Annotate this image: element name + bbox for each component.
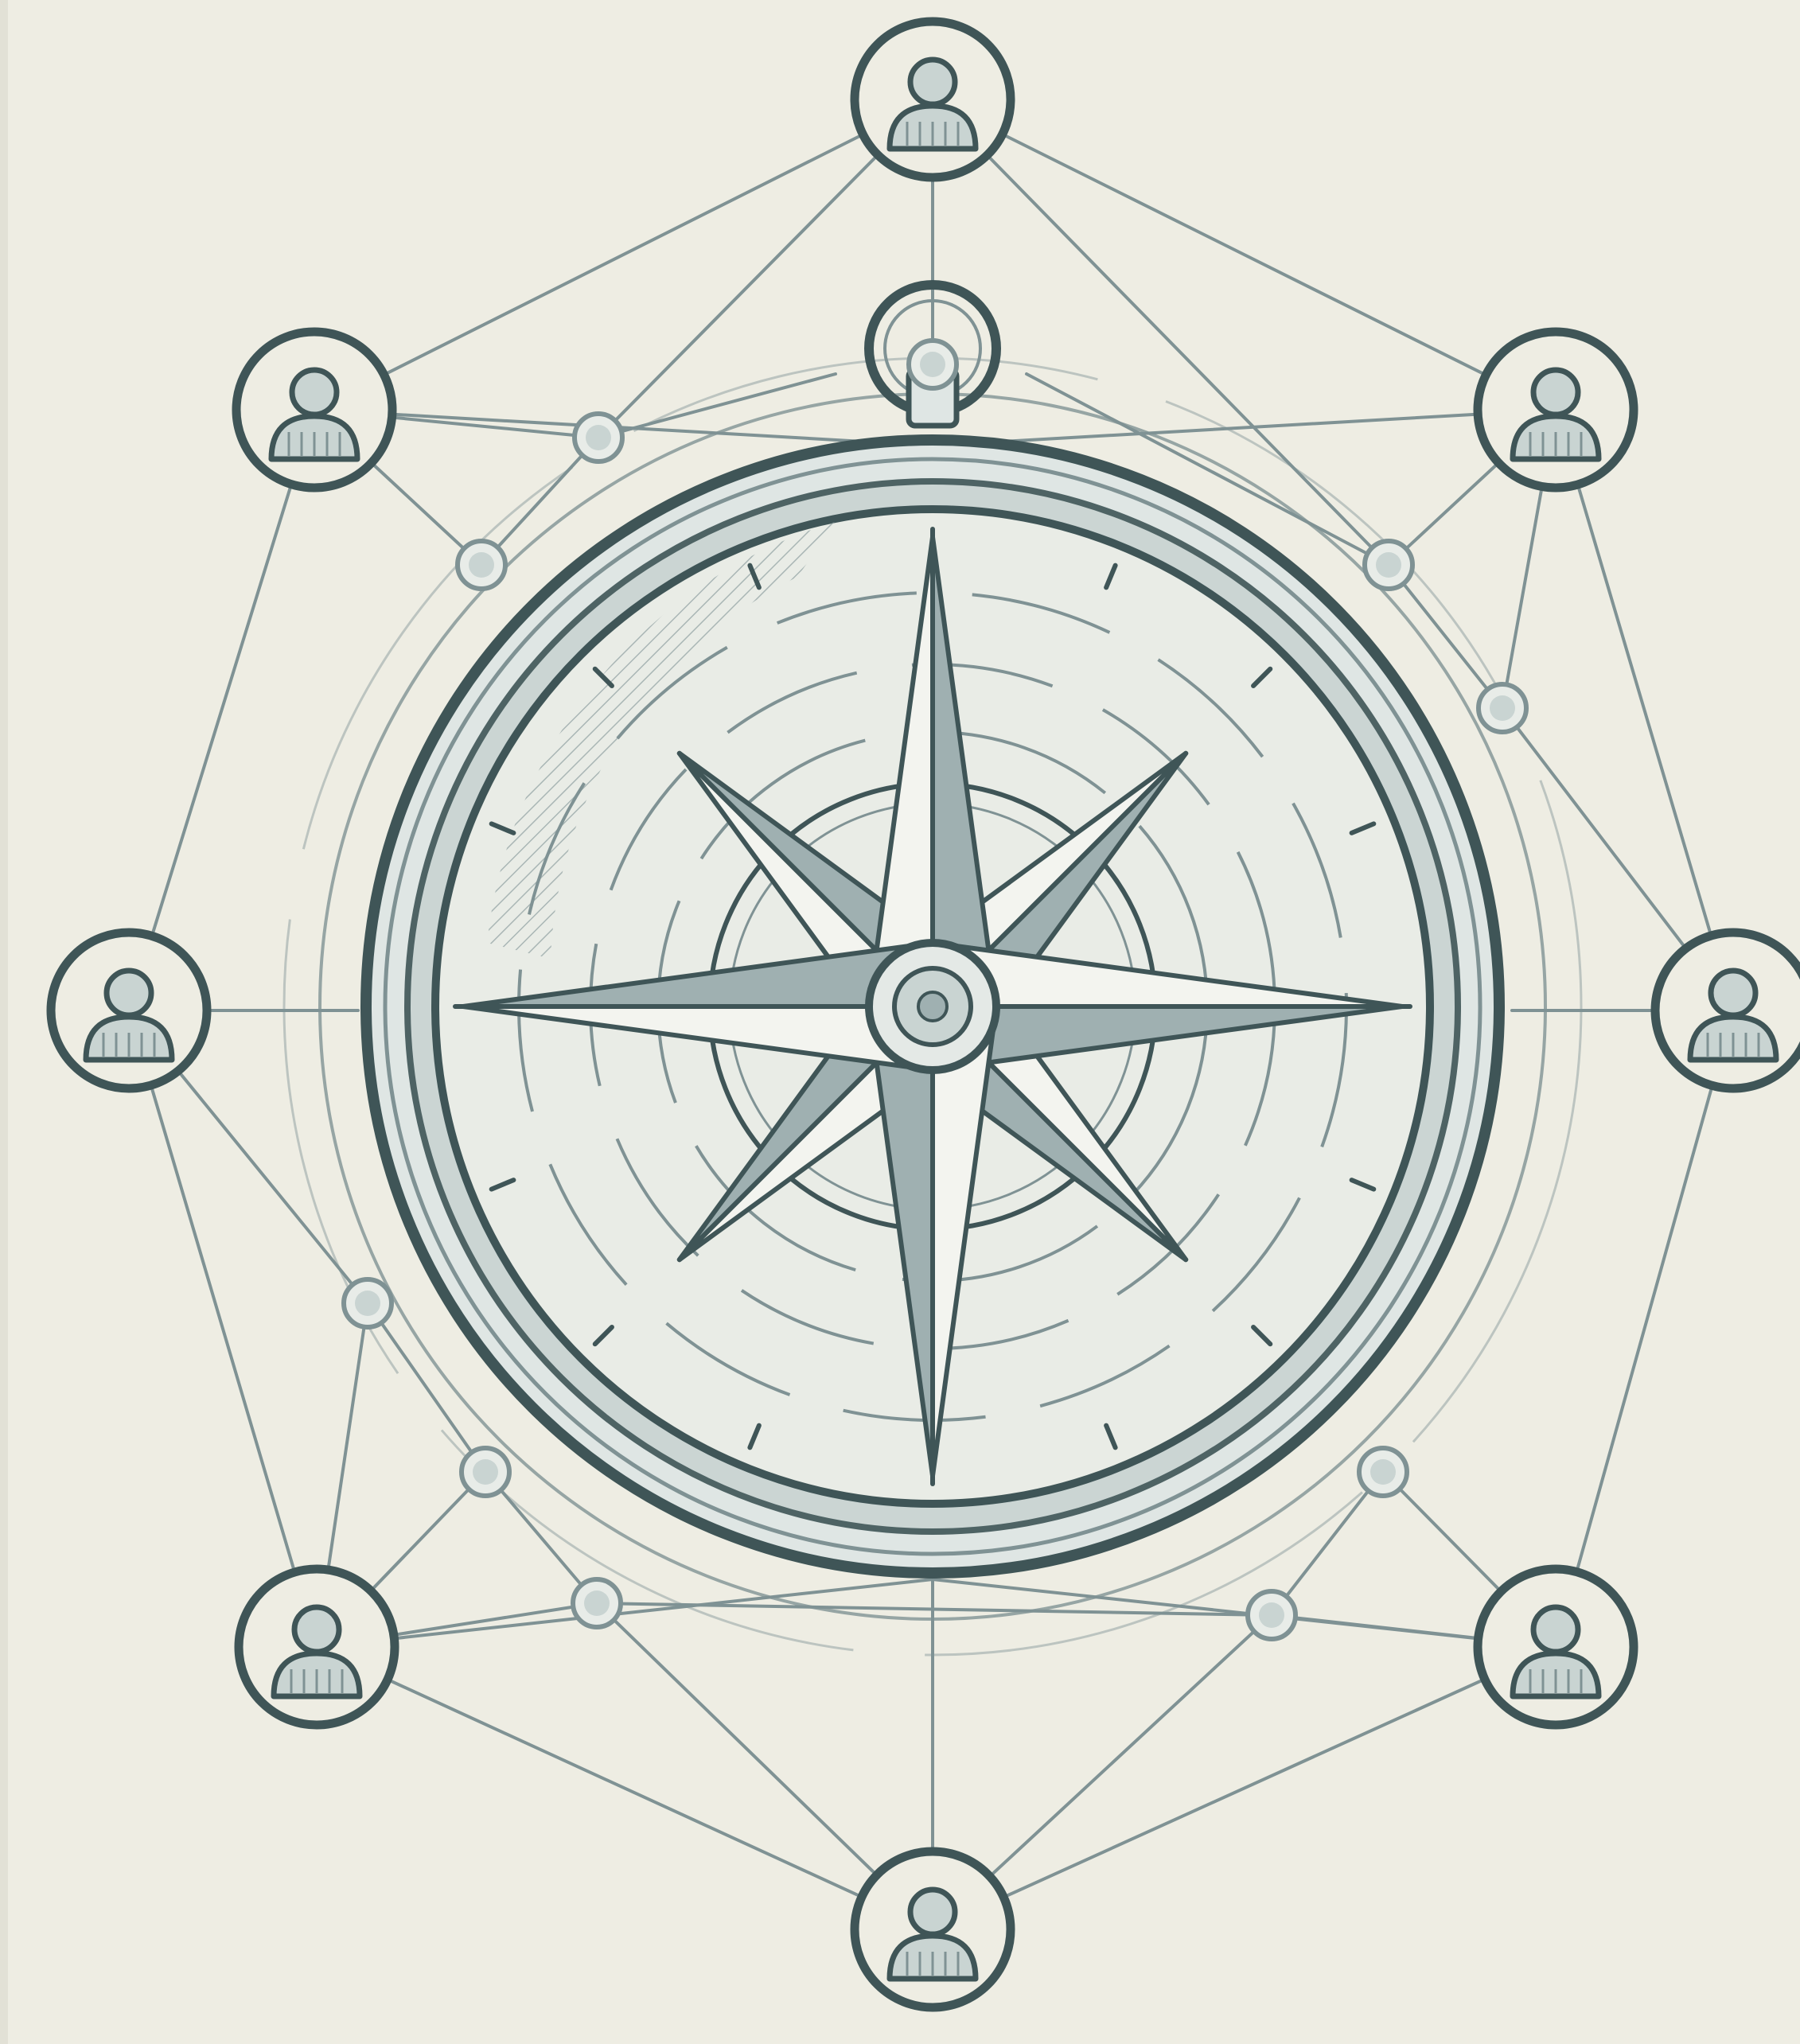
network-link: [1556, 1010, 1733, 1647]
person-head: [292, 370, 337, 415]
junction-node-icon: [909, 341, 956, 388]
network-link: [933, 99, 1556, 410]
person-icon: [239, 1569, 395, 1725]
person-icon: [236, 332, 392, 488]
junction-node-icon: [1365, 541, 1412, 589]
person-head: [910, 60, 955, 104]
network-link: [1272, 1472, 1383, 1615]
compass-icon: [366, 285, 1499, 1573]
network-link: [129, 410, 314, 1010]
junction-node-icon: [462, 1448, 509, 1496]
person-icon: [855, 21, 1011, 177]
junction-node-icon: [575, 414, 622, 461]
person-icon: [1655, 932, 1800, 1088]
person-icon: [855, 1851, 1011, 2007]
junction-node-icon: [1479, 684, 1526, 732]
network-link: [933, 1647, 1556, 1929]
network-link: [1556, 410, 1733, 1010]
junction-node-icon: [1248, 1591, 1295, 1639]
person-icon: [1478, 332, 1634, 488]
network-link: [317, 1647, 933, 1929]
junction-node-icon: [573, 1579, 621, 1627]
compass-pivot: [918, 992, 947, 1021]
network-link: [129, 1010, 317, 1647]
network-link: [933, 410, 1556, 446]
person-icon: [51, 932, 207, 1088]
person-head: [294, 1607, 339, 1652]
person-head: [1533, 370, 1578, 415]
person-head: [1711, 971, 1755, 1015]
junction-node-icon: [344, 1279, 392, 1327]
network-link: [314, 99, 933, 410]
junction-node-icon: [1359, 1448, 1407, 1496]
person-head: [1533, 1607, 1578, 1652]
junction-node-icon: [458, 541, 505, 589]
person-head: [910, 1890, 955, 1934]
person-head: [107, 971, 151, 1015]
person-icon: [1478, 1569, 1634, 1725]
